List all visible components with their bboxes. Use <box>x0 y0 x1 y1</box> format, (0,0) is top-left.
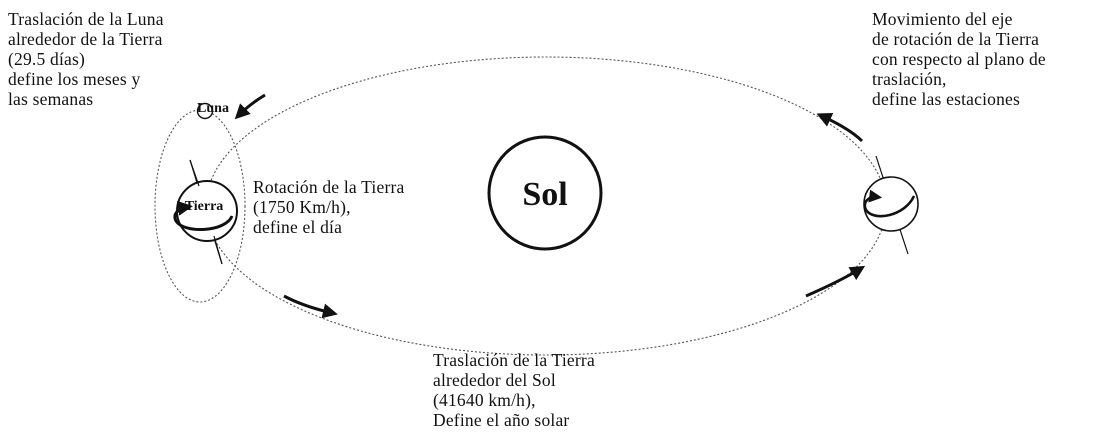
orbit-arrow-icon <box>805 265 866 298</box>
rotation-arrow-icon <box>863 189 916 218</box>
earth-label: Tierra <box>185 199 224 214</box>
moon-translation-caption: Traslación de la Luna alrededor de la Ti… <box>8 9 164 109</box>
orbit-arrow-icon <box>234 93 266 120</box>
moon-label: Luna <box>197 101 229 116</box>
orbit-arrow-icon <box>816 113 864 143</box>
sun-label: Sol <box>522 176 567 213</box>
earth-rotation-caption: Rotación de la Tierra (1750 Km/h), defin… <box>253 177 405 237</box>
earth-left: Tierra <box>173 159 238 265</box>
moon <box>196 102 214 120</box>
axis-motion-caption: Movimiento del eje de rotación de la Tie… <box>872 9 1046 109</box>
earth-right <box>863 155 919 255</box>
orbit-arrow-icon <box>283 294 338 319</box>
rotation-arrow-icon <box>173 200 234 232</box>
sun <box>487 135 603 251</box>
earth-translation-caption: Traslación de la Tierra alrededor del So… <box>433 350 595 430</box>
moon-orbit <box>154 109 246 303</box>
